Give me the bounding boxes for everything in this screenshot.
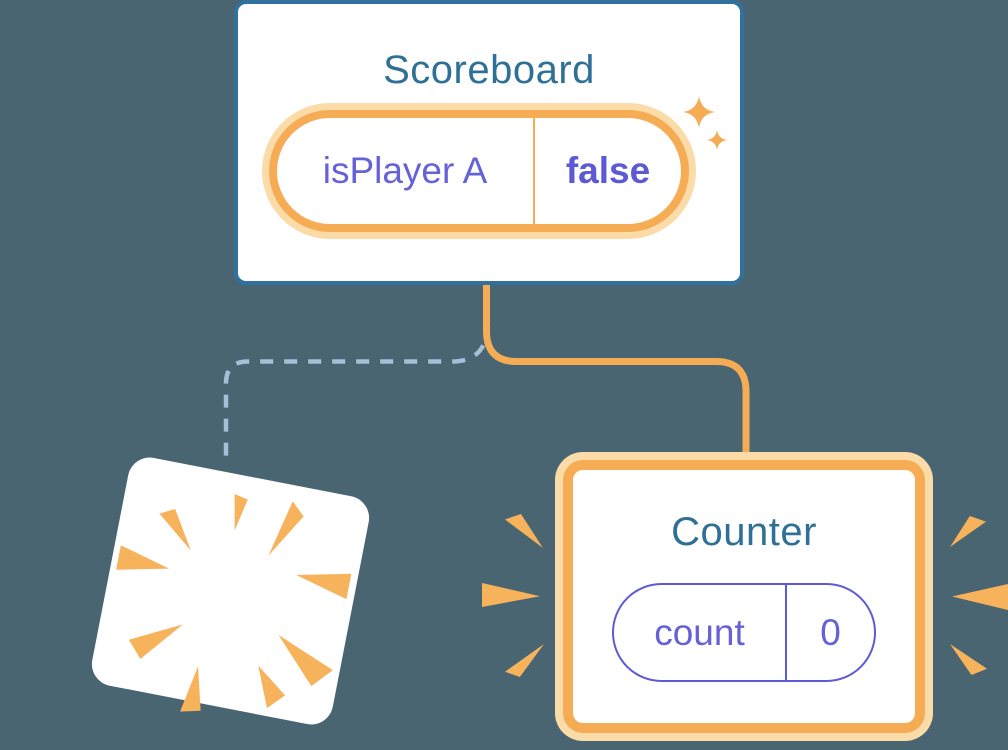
poof-spark-icon — [266, 498, 307, 561]
counter-state-pill: count 0 — [612, 583, 876, 682]
removed-connection-dashed-line — [223, 325, 491, 466]
poof-spark-icon — [126, 615, 183, 666]
poof-spark-icon — [270, 635, 337, 690]
state-key-label: count — [654, 611, 745, 653]
counter-card: Counter count 0 — [563, 460, 925, 733]
state-value-label: 0 — [785, 585, 874, 680]
destroyed-component-card — [88, 453, 373, 729]
state-value-label: false — [533, 118, 681, 224]
poof-spark-icon — [294, 563, 352, 599]
poof-spark-icon — [116, 545, 172, 579]
state-key-label: isPlayer A — [322, 150, 488, 191]
poof-spark-icon — [228, 494, 249, 532]
active-connection-line — [483, 280, 750, 462]
scoreboard-state-pill: isPlayer A false — [269, 110, 689, 232]
poof-spark-icon — [154, 506, 199, 551]
counter-title: Counter — [671, 510, 817, 554]
poof-spark-icon — [251, 666, 290, 711]
scoreboard-card: Scoreboard isPlayer A false — [234, 0, 744, 285]
scoreboard-title: Scoreboard — [383, 48, 595, 92]
sparkle-icon — [683, 96, 727, 150]
